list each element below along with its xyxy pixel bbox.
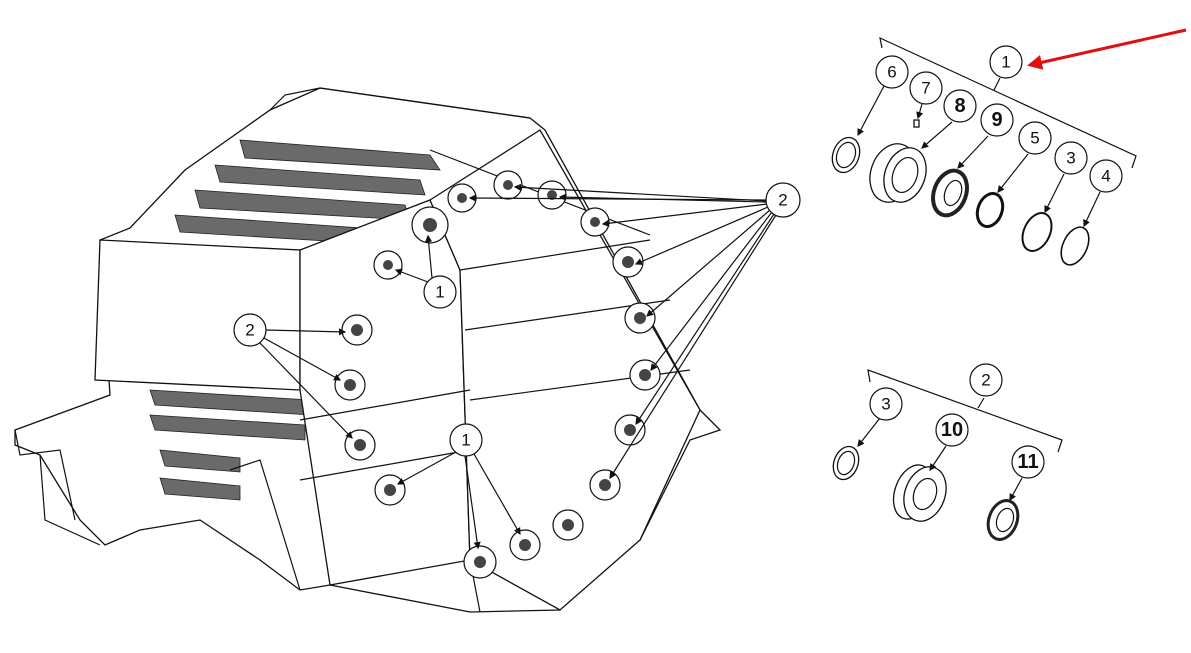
svg-text:10: 10: [941, 419, 963, 441]
callout-5: 5: [1018, 121, 1052, 155]
callout-10: 10: [935, 413, 969, 447]
callout-6: 6: [875, 55, 909, 89]
seal-11: [986, 499, 1020, 541]
red-arrow: [1027, 28, 1187, 70]
callout-1-kit: 1: [989, 45, 1023, 79]
circlip-4: [1060, 226, 1090, 266]
ring-3: [832, 445, 860, 481]
svg-text:8: 8: [954, 95, 965, 117]
callout-2-kit: 2: [969, 363, 1003, 397]
svg-text:1: 1: [461, 431, 470, 450]
callout-1-lower: 1: [449, 423, 483, 457]
svg-text:3: 3: [881, 395, 890, 414]
svg-text:4: 4: [1101, 167, 1110, 186]
leader-lines: [259, 183, 777, 550]
svg-text:1: 1: [1001, 53, 1010, 72]
o-ring-3: [1021, 212, 1053, 252]
ring-6: [831, 136, 861, 174]
callout-11: 11: [1011, 445, 1045, 479]
svg-text:3: 3: [1066, 149, 1075, 168]
kit-1-exploded: 1 6 7 8 9 5 3 4: [831, 28, 1187, 266]
callout-1-upper: 1: [423, 275, 457, 309]
callout-2-left: 2: [233, 313, 267, 347]
svg-text:1: 1: [435, 283, 444, 302]
svg-text:2: 2: [778, 191, 787, 210]
baler-chamber-assembly: [14, 87, 722, 613]
bearing-9: [931, 168, 969, 218]
svg-text:5: 5: [1030, 129, 1039, 148]
callout-3-kit2: 3: [869, 387, 903, 421]
svg-text:11: 11: [1017, 451, 1038, 473]
bearing-housing-10: [892, 464, 947, 522]
svg-text:6: 6: [887, 63, 896, 82]
callout-4: 4: [1089, 159, 1123, 193]
set-screw-7: [913, 119, 920, 128]
seal-5: [975, 192, 1005, 228]
callout-8: 8: [943, 89, 977, 123]
callout-2-right: 2: [765, 182, 801, 218]
svg-text:9: 9: [991, 109, 1002, 131]
kit-2-exploded: 2 3 10 11: [832, 363, 1063, 541]
svg-text:2: 2: [981, 371, 990, 390]
callout-9: 9: [980, 103, 1014, 137]
callout-3-kit1: 3: [1054, 141, 1088, 175]
callout-7: 7: [909, 71, 943, 105]
bearing-housing-8: [869, 143, 927, 203]
rollers: [149, 139, 441, 501]
svg-text:7: 7: [921, 79, 930, 98]
svg-text:2: 2: [245, 321, 254, 340]
